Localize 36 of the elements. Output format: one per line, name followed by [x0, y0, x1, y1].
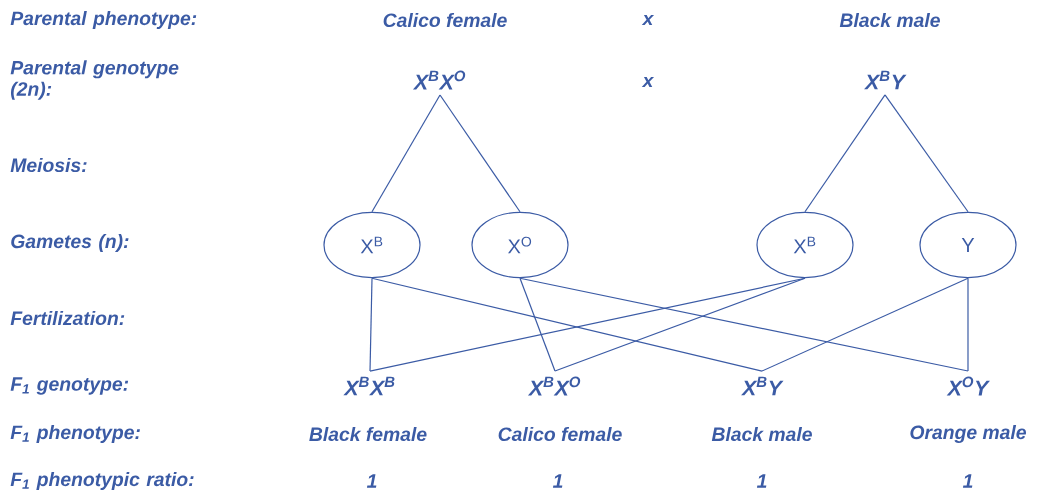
row-label: Meiosis: — [10, 157, 87, 173]
row-label: F$_{1}$ phenotype: — [10, 425, 140, 443]
row-label: Parental genotype (2n): — [10, 60, 179, 100]
phenotype-label: Calico female — [383, 12, 507, 28]
row-label: F$_{1}$ phenotypic ratio: — [10, 472, 194, 490]
row-label: Parental phenotype: — [10, 11, 197, 29]
row-label: Gametes (n): — [11, 234, 129, 252]
row-label: Fertilization: — [10, 310, 125, 326]
ratio-label: 1 — [756, 474, 767, 488]
phenotype-label: Black female — [309, 426, 427, 442]
phenotype-label: Calico female — [498, 426, 622, 442]
ratio-label: 1 — [552, 474, 563, 488]
genotype-text: X$^{B}$Y — [741, 376, 784, 396]
phenotype-label: Black male — [839, 12, 940, 28]
genotype-text: X$^{O}$Y — [946, 376, 990, 396]
row-label: F$_{1}$ genotype: — [10, 377, 129, 395]
phenotype-label: Black male — [711, 426, 812, 442]
cross-sign: x — [641, 14, 655, 26]
ratio-label: 1 — [962, 474, 973, 488]
connector-line — [554, 277, 806, 372]
ratio-label: 1 — [366, 474, 377, 488]
connector-line — [967, 277, 969, 372]
connector-line — [439, 94, 521, 213]
genotype-text: X$^{B}$X$^{O}$ — [412, 70, 466, 90]
genotype-text: X$^{B}$X$^{B}$ — [343, 376, 395, 396]
cross-sign: x — [641, 76, 655, 88]
connector-line — [884, 94, 969, 213]
phenotype-label: Orange male — [910, 425, 1026, 443]
connector-line — [369, 277, 373, 372]
connector-line — [371, 94, 441, 213]
genotype-text: X$^{B}$Y — [864, 70, 907, 90]
genotype-text: X$^{B}$X$^{O}$ — [527, 376, 581, 396]
connector-line — [519, 277, 969, 372]
connector-line — [804, 94, 886, 213]
connector-line — [761, 277, 969, 372]
connector-line — [519, 277, 556, 372]
